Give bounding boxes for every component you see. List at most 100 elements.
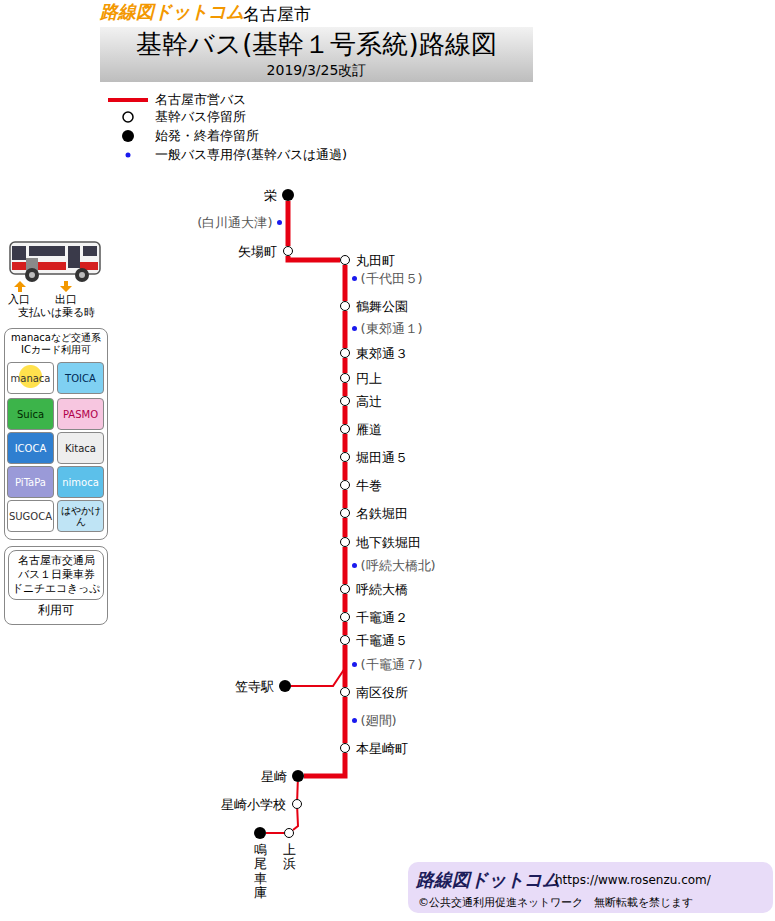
bus-stop: 矢場町 <box>283 246 293 256</box>
trunk-route-line <box>343 547 348 584</box>
revision-date: 2019/3/25改訂 <box>100 63 533 78</box>
legend-swatch <box>106 92 150 108</box>
branch-route-line <box>293 809 298 830</box>
box-text: 名古屋市交通局 バス１日乗車券 ドニチエコきっぷ <box>11 554 101 597</box>
stop-name: 地下鉄堀田 <box>356 536 421 549</box>
box-text: ©公共交通利用促進ネットワーク 無断転載を禁じます <box>418 895 693 910</box>
stop-name: 上浜 <box>283 843 296 872</box>
legend-swatch <box>106 109 150 125</box>
legend-text: 始発・終着停留所 <box>155 127 259 145</box>
ic-card: SUGOCA <box>7 500 54 532</box>
stop-name: 円上 <box>356 372 382 385</box>
trunk-route-line <box>288 256 340 260</box>
day-pass-ticket: 名古屋市交通局 バス１日乗車券 ドニチエコきっぷ <box>8 550 104 600</box>
stop-name: 高辻 <box>356 395 382 408</box>
stop-name: (東郊通１) <box>361 322 423 335</box>
stop-name: 栄 <box>264 189 277 202</box>
stop-name: (白川通大津) <box>197 216 272 229</box>
ic-card: PASMO <box>57 398 104 430</box>
terminal-stop: 星崎 <box>292 770 304 782</box>
legend-text: 基幹バス停留所 <box>155 108 246 126</box>
bus-stop: 雁道 <box>340 424 350 434</box>
box-text: https://www.rosenzu.com/ <box>555 873 711 887</box>
stop-name: 呼続大橋 <box>356 583 408 596</box>
legend-row: 始発・終着停留所 <box>106 128 259 144</box>
ic-card: PiTaPa <box>7 466 54 498</box>
bus-stop: 地下鉄堀田 <box>340 537 350 547</box>
stop-name: (千竈通７) <box>361 658 423 671</box>
bus-stop: 東郊通３ <box>340 348 350 358</box>
legend-swatch <box>106 128 150 144</box>
legend-text: 一般バス専用停(基幹バスは通過) <box>155 146 347 164</box>
legend-row: 名古屋市営バス <box>106 92 246 108</box>
box-text: manaca <box>11 373 51 384</box>
bus-stop: 牛巻 <box>340 480 350 490</box>
stop-name: 星崎 <box>261 770 287 783</box>
door-label: 出口 <box>55 294 77 306</box>
bus-stop: 千竈通５ <box>340 635 350 645</box>
bus-stop: 名鉄堀田 <box>340 508 350 518</box>
local-only-stop: (白川通大津) <box>277 220 282 225</box>
trunk-route-line <box>343 518 348 537</box>
trunk-route-line <box>343 383 348 396</box>
trunk-route-line <box>286 201 291 246</box>
bus-stop: 高辻 <box>340 396 350 406</box>
trunk-route-line <box>343 594 348 612</box>
stop-name: (呼続大橋北) <box>361 559 436 572</box>
box-text: nimoca <box>62 477 99 488</box>
stop-name: (廻間) <box>361 714 397 727</box>
stop-name: 南区役所 <box>356 686 408 699</box>
stop-name: 丸田町 <box>356 254 395 267</box>
stop-name: 笠寺駅 <box>235 680 274 693</box>
exit-arrow <box>60 281 72 292</box>
trunk-route-line <box>343 358 348 373</box>
bus-illustration <box>10 242 100 282</box>
title: 基幹バス(基幹１号系統)路線図 <box>100 29 533 60</box>
branch-route-line <box>291 645 345 686</box>
trunk-route-line <box>343 490 348 508</box>
bus-stop: 鶴舞公園 <box>340 301 350 311</box>
stop-name: 雁道 <box>356 423 382 436</box>
bus-stop: 上浜 <box>284 828 294 838</box>
local-only-stop: (廻間) <box>352 718 357 723</box>
footer-box: 路線図ドットコムhttps://www.rosenzu.com/ ©公共交通利用促… <box>408 862 773 913</box>
box-text: Suica <box>17 409 44 420</box>
bus-stop: 南区役所 <box>340 687 350 697</box>
entry-arrow <box>14 281 26 292</box>
ic-card: manaca <box>7 362 54 394</box>
box-text: PiTaPa <box>15 477 46 488</box>
stop-name: 牛巻 <box>356 479 382 492</box>
branch-route-line <box>296 782 299 799</box>
stop-name: 千竈通５ <box>356 634 408 647</box>
bus-stop: 本星崎町 <box>340 743 350 753</box>
local-only-stop: (東郊通１) <box>352 326 357 331</box>
stop-name: 名鉄堀田 <box>356 507 408 520</box>
stop-name: 東郊通３ <box>356 347 408 360</box>
local-only-stop: (千代田５) <box>352 276 357 281</box>
stop-name: 矢場町 <box>238 245 277 258</box>
trunk-route-line <box>304 753 345 776</box>
trunk-route-line <box>343 697 348 743</box>
box-text: はやかけん <box>59 505 102 527</box>
ic-card: TOICA <box>57 362 104 394</box>
trunk-route-line <box>343 311 348 348</box>
local-only-stop: (千竈通７) <box>352 662 357 667</box>
box-text: 利用可 <box>38 602 74 619</box>
trunk-route-line <box>343 406 348 424</box>
trunk-route-line <box>343 622 348 635</box>
legend-text: 名古屋市営バス <box>155 91 246 109</box>
city-name: 名古屋市 <box>243 5 311 24</box>
ic-card: nimoca <box>57 466 104 498</box>
stop-name: 本星崎町 <box>356 742 408 755</box>
box-text: 路線図ドットコム <box>416 868 560 892</box>
stop-name: 堀田通５ <box>356 451 408 464</box>
stop-name: 星崎小学校 <box>221 798 286 811</box>
terminal-stop: 笠寺駅 <box>279 680 291 692</box>
box-text: manacaなど交通系 ICカード利用可 <box>7 332 105 356</box>
terminal-stop: 鳴尾車庫 <box>254 827 266 839</box>
box-text: TOICA <box>65 373 96 384</box>
legend-row: 基幹バス停留所 <box>106 109 246 125</box>
ic-card: ICOCA <box>7 432 54 464</box>
legend-swatch <box>106 147 150 163</box>
legend-row: 一般バス専用停(基幹バスは通過) <box>106 147 347 163</box>
